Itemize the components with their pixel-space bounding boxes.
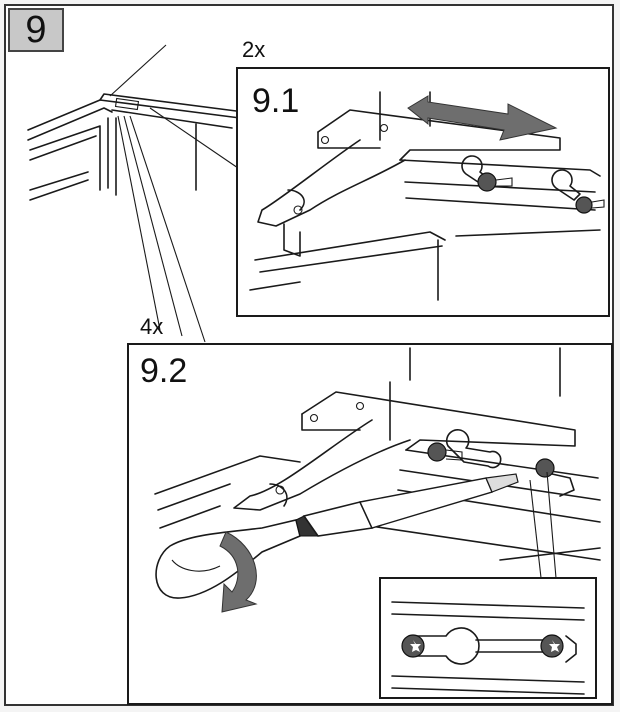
screw-icon xyxy=(427,442,463,462)
screw-icon xyxy=(540,634,564,658)
overview-fridge-sketch xyxy=(27,44,245,343)
panel-9-2 xyxy=(127,343,613,705)
quantity-label-9-2: 4x xyxy=(140,314,164,339)
screwdriver-icon xyxy=(155,473,519,599)
screw-icon xyxy=(575,196,605,214)
panel-title-9-1: 9.1 xyxy=(252,82,300,120)
detail-inset xyxy=(379,577,597,699)
panel-9-1 xyxy=(236,67,610,317)
rotation-arrow-icon xyxy=(219,531,258,613)
panel-title-9-2: 9.2 xyxy=(140,352,188,390)
screw-icon xyxy=(401,634,425,658)
step-number: 9 xyxy=(25,8,47,51)
slide-arrow-icon xyxy=(407,95,558,141)
screw-icon xyxy=(477,172,513,192)
step-number-badge: 9 xyxy=(8,8,64,52)
quantity-label-9-1: 2x xyxy=(242,37,266,62)
screw-icon xyxy=(535,458,555,478)
